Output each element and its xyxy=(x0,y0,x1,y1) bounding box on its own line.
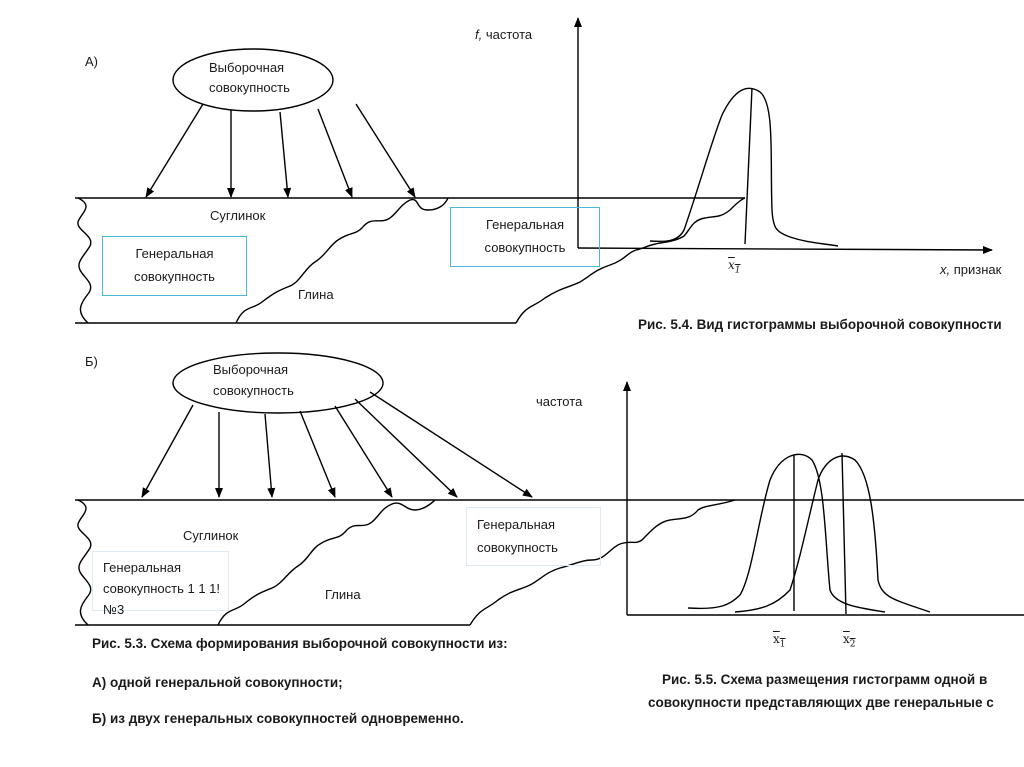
x-axis-label-5-4: x, признак xyxy=(940,260,1001,280)
sample-ellipse-a xyxy=(172,48,334,112)
mean2-label-5-5: x2 xyxy=(843,632,856,649)
wavy-cut-left-a xyxy=(77,197,92,324)
population-box-left-b-line2: совокупность 1 1 1! xyxy=(103,580,221,596)
panel-b-diagram xyxy=(75,352,1024,626)
mean-line-2 xyxy=(841,452,847,615)
population-box-left-a-line1: Генеральная xyxy=(135,246,214,262)
frequency-curve-5-4 xyxy=(649,87,839,247)
panel-a-label: А) xyxy=(85,54,98,69)
arrow xyxy=(141,404,194,498)
arrow xyxy=(369,391,533,498)
population-box-left-a: Генеральная совокупность xyxy=(102,236,247,296)
frequency-curve-2 xyxy=(734,455,931,613)
mean-line-5-4 xyxy=(744,87,753,245)
histogram-5-5 xyxy=(623,381,1024,616)
caption-5-3-line3: Б) из двух генеральных совокупностей одн… xyxy=(92,711,464,726)
population-box-right-a-line2: совокупность xyxy=(484,240,566,255)
mean1-subscript: 1 xyxy=(779,639,786,650)
mean-label-5-4: x1 xyxy=(728,258,741,275)
caption-5-3-line2: А) одной генеральной совокупности; xyxy=(92,675,343,690)
sampling-arrows-b xyxy=(141,391,533,498)
mean1-symbol: x xyxy=(773,632,780,646)
population-box-left-a-line2: совокупность xyxy=(134,269,215,284)
wavy-cut-left-b xyxy=(77,499,92,626)
x-axis-text: признак xyxy=(950,262,1002,277)
population-box-right-b: Генеральная совокупность xyxy=(466,507,601,566)
y-axis-symbol: f, xyxy=(475,27,483,42)
caption-5-5-line2: совокупности представляющих две генераль… xyxy=(648,695,994,710)
arrow xyxy=(145,103,204,198)
clay-boundary-right-b xyxy=(469,499,736,626)
sample-ellipse-a-line1: Выборочная xyxy=(209,60,285,75)
layer-clay-b: Глина xyxy=(325,587,361,602)
arrow xyxy=(355,103,416,198)
caption-5-3-line1: Рис. 5.3. Схема формирования выборочной … xyxy=(92,636,508,651)
layer-loam-b: Суглинок xyxy=(183,528,239,543)
sample-ellipse-a-line2: совокупность xyxy=(209,80,290,95)
clay-boundary-right-a xyxy=(515,197,746,324)
layer-loam-a: Суглинок xyxy=(210,208,266,223)
mean2-subscript: 2 xyxy=(849,639,856,650)
y-axis-text: частота xyxy=(482,27,533,42)
mean-subscript: 1 xyxy=(734,265,741,276)
clay-boundary-b xyxy=(217,499,436,626)
arrow xyxy=(317,108,353,198)
sample-ellipse-b-line2: совокупность xyxy=(213,383,294,398)
population-box-left-b-line3: №3 xyxy=(103,601,125,617)
arrow xyxy=(354,398,458,498)
sample-ellipse-b-line1: Выборочная xyxy=(213,362,289,377)
y-axis-label-5-5: частота xyxy=(536,394,583,409)
mean-symbol: x xyxy=(728,258,735,272)
arrow xyxy=(299,410,336,498)
population-box-left-b: Генеральная совокупность 1 1 1! №3 xyxy=(92,551,229,617)
arrow xyxy=(279,111,292,198)
panel-b-label: Б) xyxy=(85,354,98,369)
y-axis-label-5-4: f, частота xyxy=(475,25,532,45)
sample-ellipse-b xyxy=(172,352,384,414)
population-box-right-b-line2: совокупность xyxy=(477,539,558,555)
population-box-right-a-line1: Генеральная xyxy=(485,217,565,233)
population-box-right-b-line1: Генеральная xyxy=(477,516,556,532)
mean2-symbol: x xyxy=(843,632,850,646)
arrow xyxy=(264,413,276,498)
arrow xyxy=(334,405,393,498)
panel-a-diagram xyxy=(75,48,746,324)
population-box-left-b-line1: Генеральная xyxy=(103,560,182,575)
caption-5-5-line1: Рис. 5.5. Схема размещения гистограмм од… xyxy=(662,672,988,687)
mean1-label-5-5: x1 xyxy=(773,632,786,649)
caption-5-4: Рис. 5.4. Вид гистограммы выборочной сов… xyxy=(638,317,1002,332)
clay-boundary-a xyxy=(235,197,449,324)
sampling-arrows-a xyxy=(145,103,416,198)
x-axis-symbol: x, xyxy=(940,262,951,277)
population-box-right-a: Генеральная совокупность xyxy=(450,207,600,267)
layer-clay-a: Глина xyxy=(298,287,334,302)
frequency-curve-1 xyxy=(687,453,886,613)
x-axis-5-4 xyxy=(577,245,993,254)
histogram-5-4 xyxy=(574,17,993,254)
